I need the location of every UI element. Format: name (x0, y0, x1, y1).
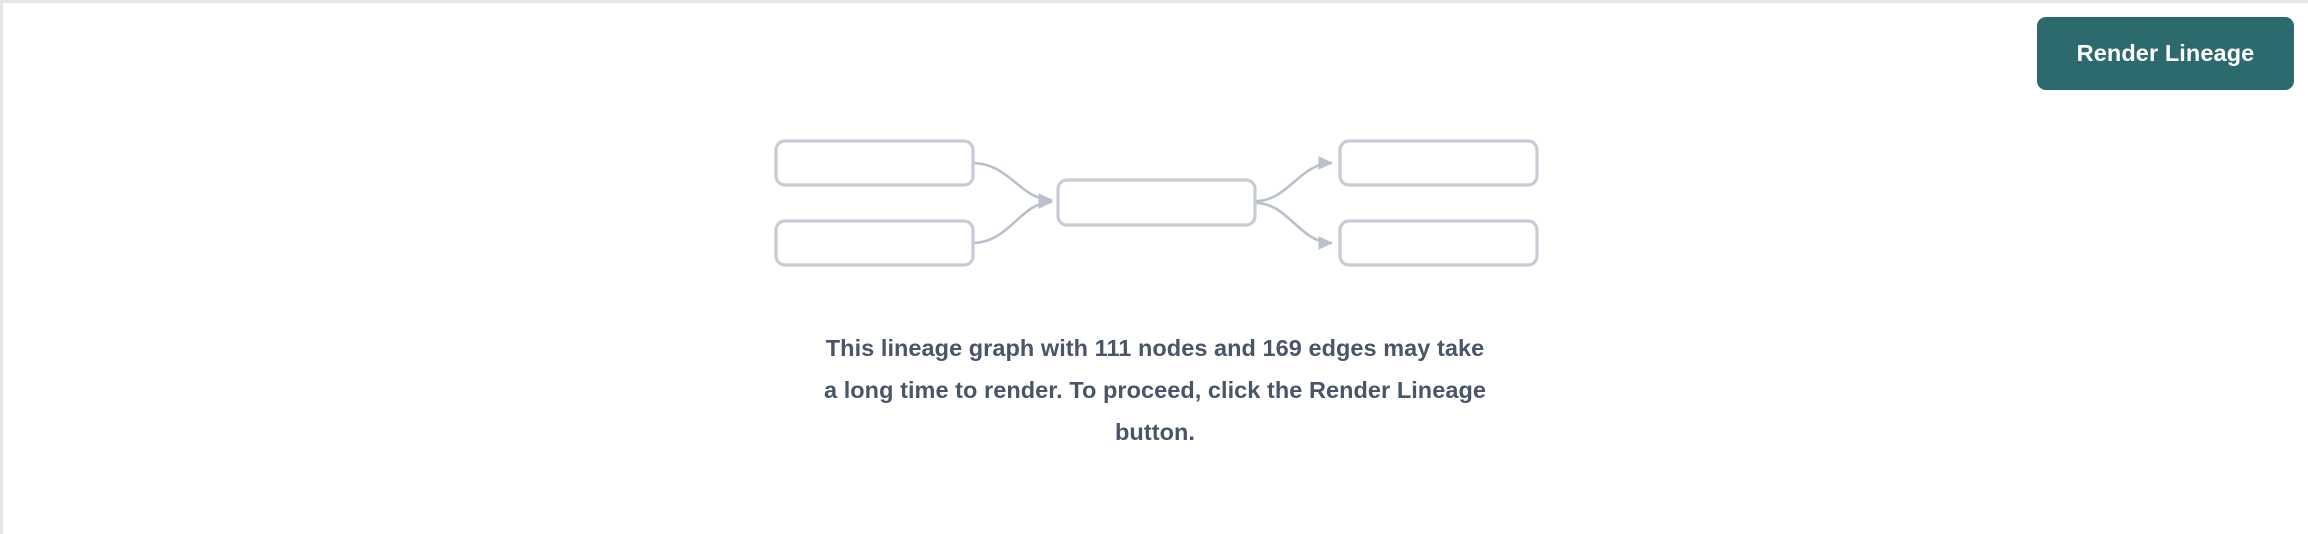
lineage-warning-line-3: button. (1115, 419, 1195, 445)
lineage-node-upstream-2 (774, 219, 975, 267)
lineage-graph-placeholder-icon (760, 128, 1560, 283)
render-lineage-button[interactable]: Render Lineage (2037, 17, 2294, 90)
lineage-placeholder-svg (774, 139, 1539, 267)
lineage-warning-line-2: a long time to render. To proceed, click… (824, 377, 1486, 403)
lineage-edge-downstream-2 (1255, 201, 1334, 250)
lineage-edge-upstream-2 (971, 195, 1054, 245)
lineage-edge-downstream-1 (1255, 156, 1334, 203)
lineage-warning-line-1: This lineage graph with 111 nodes and 16… (825, 335, 1485, 361)
lineage-warning-message: This lineage graph with 111 nodes and 16… (760, 327, 1550, 453)
lineage-node-upstream-1 (774, 139, 975, 187)
lineage-node-downstream-1 (1338, 139, 1539, 187)
lineage-node-center-1 (1056, 178, 1257, 227)
panel-top-divider (0, 0, 2308, 3)
panel-left-divider (0, 3, 3, 534)
lineage-node-downstream-2 (1338, 219, 1539, 267)
lineage-edge-upstream-1 (971, 161, 1054, 207)
